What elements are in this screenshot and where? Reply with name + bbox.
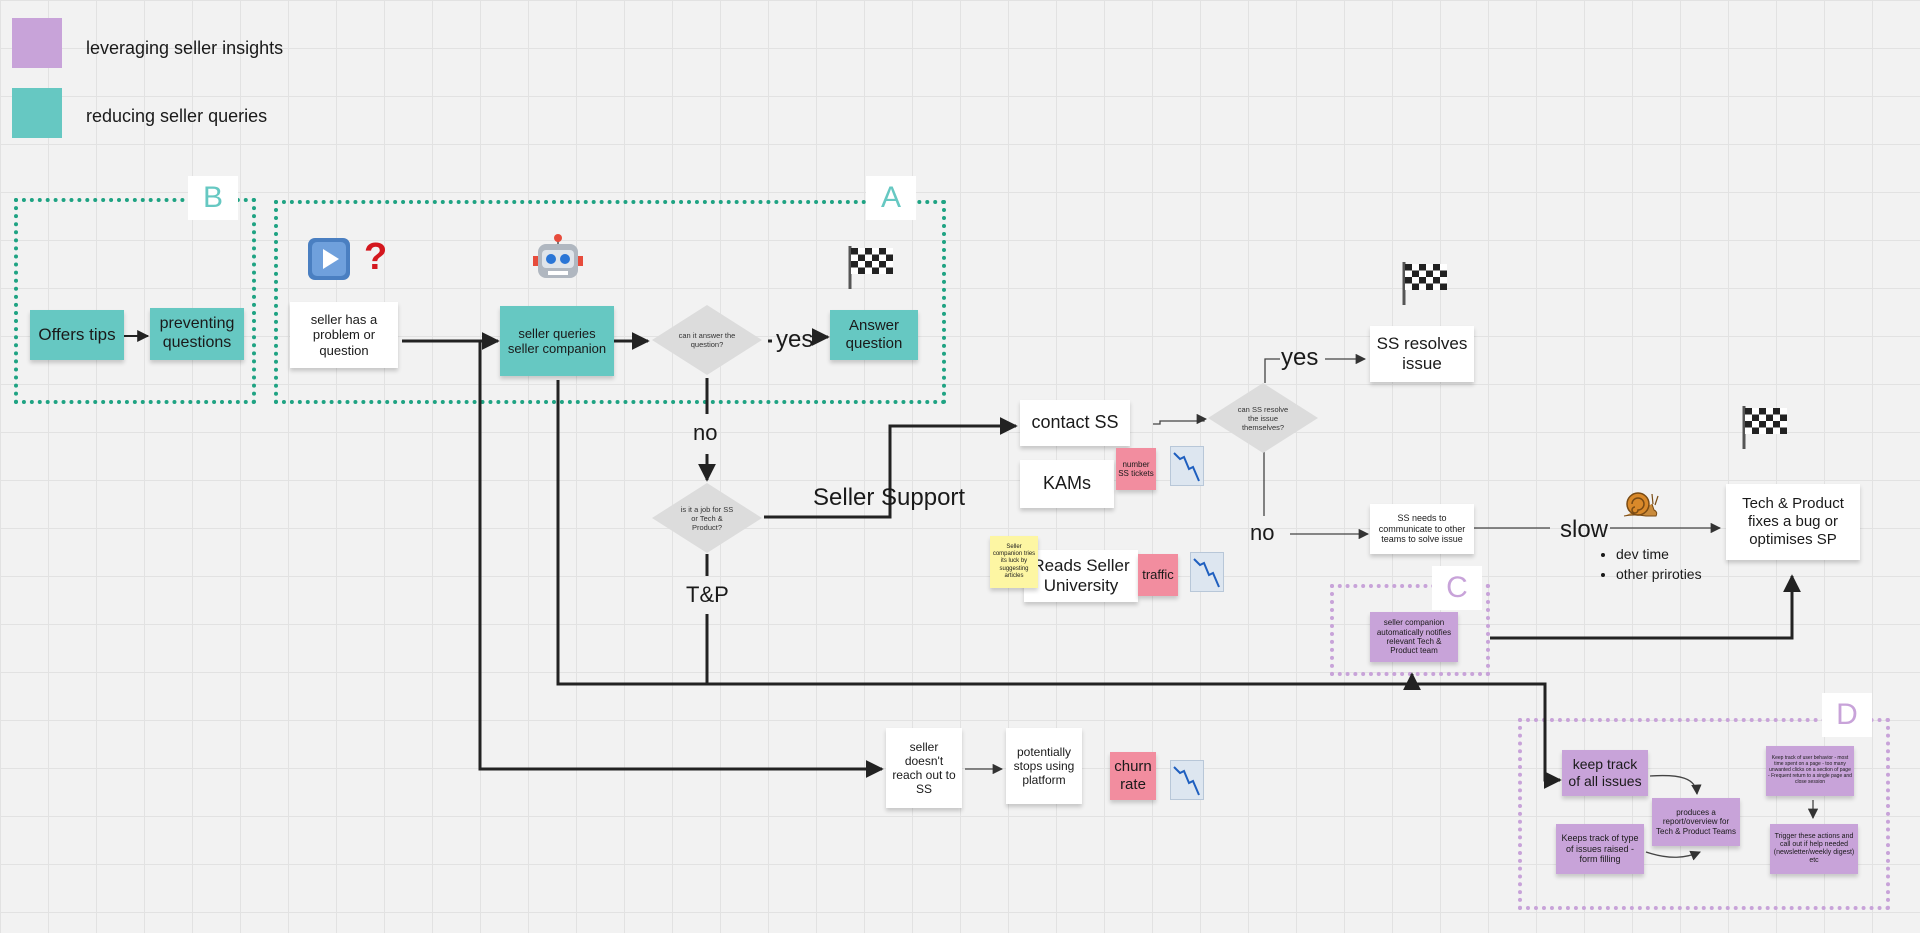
trend-down-icon-traffic xyxy=(1190,552,1224,592)
note-keeps-track-type[interactable]: Keeps track of type of issues raised - f… xyxy=(1556,824,1644,874)
frame-b-letter: B xyxy=(188,176,238,220)
frame-d-letter: D xyxy=(1822,693,1872,737)
legend-swatch-purple xyxy=(12,18,62,68)
legend-swatch-teal xyxy=(12,88,62,138)
note-tech-fixes[interactable]: Tech & Product fixes a bug or optimises … xyxy=(1726,484,1860,560)
note-produces-report[interactable]: produces a report/overview for Tech & Pr… xyxy=(1652,798,1740,846)
checkered-flag-icon-tech xyxy=(1740,404,1790,458)
edge-label-seller-support: Seller Support xyxy=(813,484,966,511)
trend-down-icon-tickets xyxy=(1170,446,1204,486)
question-mark-icon: ? xyxy=(364,236,388,278)
legend-label-insights: leveraging seller insights xyxy=(86,38,284,58)
note-preventing-questions[interactable]: preventing questions xyxy=(150,308,244,360)
checkered-flag-icon-a xyxy=(846,244,896,298)
edge-label-tp: T&P xyxy=(686,582,729,607)
note-churn-rate[interactable]: churn rate xyxy=(1110,752,1156,800)
robot-icon xyxy=(532,234,584,294)
note-keep-track-behavior[interactable]: Keep track of user behavior - most time … xyxy=(1766,746,1854,796)
note-kams[interactable]: KAMs xyxy=(1020,460,1114,508)
snail-icon xyxy=(1622,484,1660,528)
slow-reason-item: other priroties xyxy=(1616,564,1702,584)
checkered-flag-icon-ss xyxy=(1400,260,1450,314)
frame-d[interactable] xyxy=(1518,718,1890,910)
note-ss-resolves[interactable]: SS resolves issue xyxy=(1370,326,1474,382)
trend-down-icon-churn xyxy=(1170,760,1204,800)
note-contact-ss[interactable]: contact SS xyxy=(1020,400,1130,446)
note-offers-tips[interactable]: Offers tips xyxy=(30,310,124,360)
note-seller-problem[interactable]: seller has a problem or question xyxy=(290,302,398,368)
frame-a[interactable] xyxy=(274,200,946,404)
edge-label-yes1: yes xyxy=(776,326,814,353)
note-ss-needs[interactable]: SS needs to communicate to other teams t… xyxy=(1370,504,1474,554)
edge-label-yes2: yes xyxy=(1281,344,1319,371)
edge-problem-doesnt-reach xyxy=(478,341,884,778)
slow-reasons-list: dev time other priroties xyxy=(1598,544,1702,584)
edge-resolve-yes xyxy=(1264,358,1280,383)
legend-label-queries: reducing seller queries xyxy=(86,106,268,126)
note-traffic[interactable]: traffic xyxy=(1138,554,1178,596)
note-companion-notifies[interactable]: seller companion automatically notifies … xyxy=(1370,612,1458,662)
note-companion-tries[interactable]: Seller companion tries its luck by sugge… xyxy=(990,536,1038,588)
edge-type-report xyxy=(1645,850,1701,861)
edge-label-no2: no xyxy=(1250,520,1275,545)
note-stops-using[interactable]: potentially stops using platform xyxy=(1006,728,1082,804)
edge-queries-to-d xyxy=(556,380,1562,789)
slow-reason-item: dev time xyxy=(1616,544,1702,564)
note-keep-track[interactable]: keep track of all issues xyxy=(1562,750,1648,796)
edge-notifies-tech xyxy=(1490,574,1801,640)
frame-b[interactable] xyxy=(14,198,256,404)
edge-label-no1: no xyxy=(693,420,718,445)
note-number-ss-tickets[interactable]: number SS tickets xyxy=(1116,448,1156,490)
note-seller-queries[interactable]: seller queries seller companion xyxy=(500,306,614,376)
frame-a-letter: A xyxy=(866,176,916,220)
note-trigger-actions[interactable]: Trigger these actions and call out if he… xyxy=(1770,824,1858,874)
frame-c-letter: C xyxy=(1432,566,1482,610)
edge-job-seller-support xyxy=(764,417,1018,519)
note-seller-doesnt-reach[interactable]: seller doesn't reach out to SS xyxy=(886,728,962,808)
note-answer-question[interactable]: Answer question xyxy=(830,310,918,360)
play-button-icon xyxy=(306,236,352,290)
edge-contact-resolve xyxy=(1153,413,1208,425)
note-reads-university[interactable]: Reads Seller University xyxy=(1024,550,1138,602)
edge-label-slow: slow xyxy=(1560,516,1609,543)
edge-track-report xyxy=(1649,774,1702,796)
